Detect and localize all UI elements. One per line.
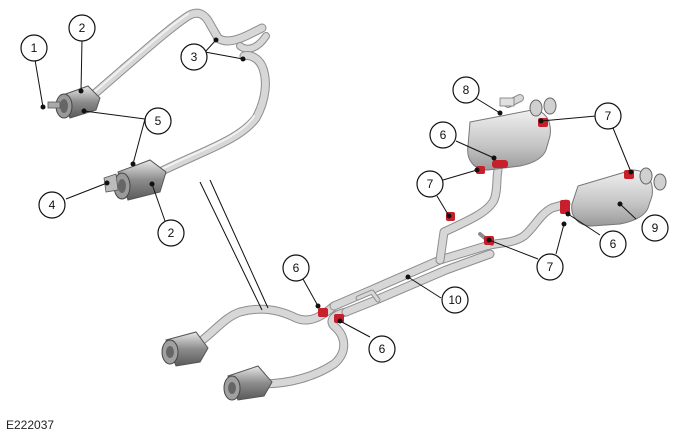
clamp-muffler-left: [492, 160, 508, 168]
front-pipe-assembly: [47, 8, 270, 201]
svg-text:6: 6: [610, 237, 617, 251]
svg-text:3: 3: [191, 50, 198, 64]
clamp-lower-left: [318, 308, 328, 317]
svg-text:8: 8: [463, 83, 470, 97]
callout-10: 10: [441, 286, 469, 314]
callout-6-lower-left: 6: [282, 254, 310, 282]
callout-1: 1: [20, 34, 48, 62]
left-muffler: [467, 94, 557, 171]
svg-text:7: 7: [605, 109, 612, 123]
svg-text:2: 2: [79, 21, 86, 35]
callout-2-lower: 2: [157, 219, 185, 247]
guide-lines: [199, 179, 269, 311]
bottom-catalytic-converter-left: [161, 331, 209, 367]
svg-text:2: 2: [168, 226, 175, 240]
callout-6-lower-right: 6: [368, 335, 396, 363]
clamp-right-muffler: [560, 200, 570, 214]
svg-text:1: 1: [31, 41, 38, 55]
svg-text:7: 7: [547, 260, 554, 274]
bottom-catalytic-converter-right: [223, 365, 273, 401]
leader-lines: [33, 37, 637, 338]
svg-text:6: 6: [379, 342, 386, 356]
right-muffler: [571, 167, 667, 227]
clamps: [318, 118, 634, 323]
callout-3: 3: [180, 43, 208, 71]
callout-9: 9: [641, 214, 669, 242]
full-exhaust-assembly: [161, 94, 667, 401]
callout-2-upper: 2: [68, 14, 96, 42]
svg-text:9: 9: [652, 221, 659, 235]
callout-7-lower: 7: [536, 253, 564, 281]
svg-text:4: 4: [49, 198, 56, 212]
svg-text:7: 7: [427, 177, 434, 191]
svg-text:6: 6: [293, 261, 300, 275]
figure-reference: E222037: [6, 418, 55, 432]
svg-text:5: 5: [155, 114, 162, 128]
callout-6-upper: 6: [429, 121, 457, 149]
lower-catalytic-converter: [103, 159, 167, 201]
callout-5: 5: [144, 107, 172, 135]
callout-4: 4: [38, 191, 66, 219]
callout-7-upper-right: 7: [594, 102, 622, 130]
callout-7-left: 7: [416, 170, 444, 198]
svg-text:10: 10: [448, 293, 462, 307]
svg-text:6: 6: [440, 128, 447, 142]
callout-6-right: 6: [599, 230, 627, 258]
callout-8: 8: [452, 76, 480, 104]
upper-catalytic-converter: [47, 85, 101, 119]
